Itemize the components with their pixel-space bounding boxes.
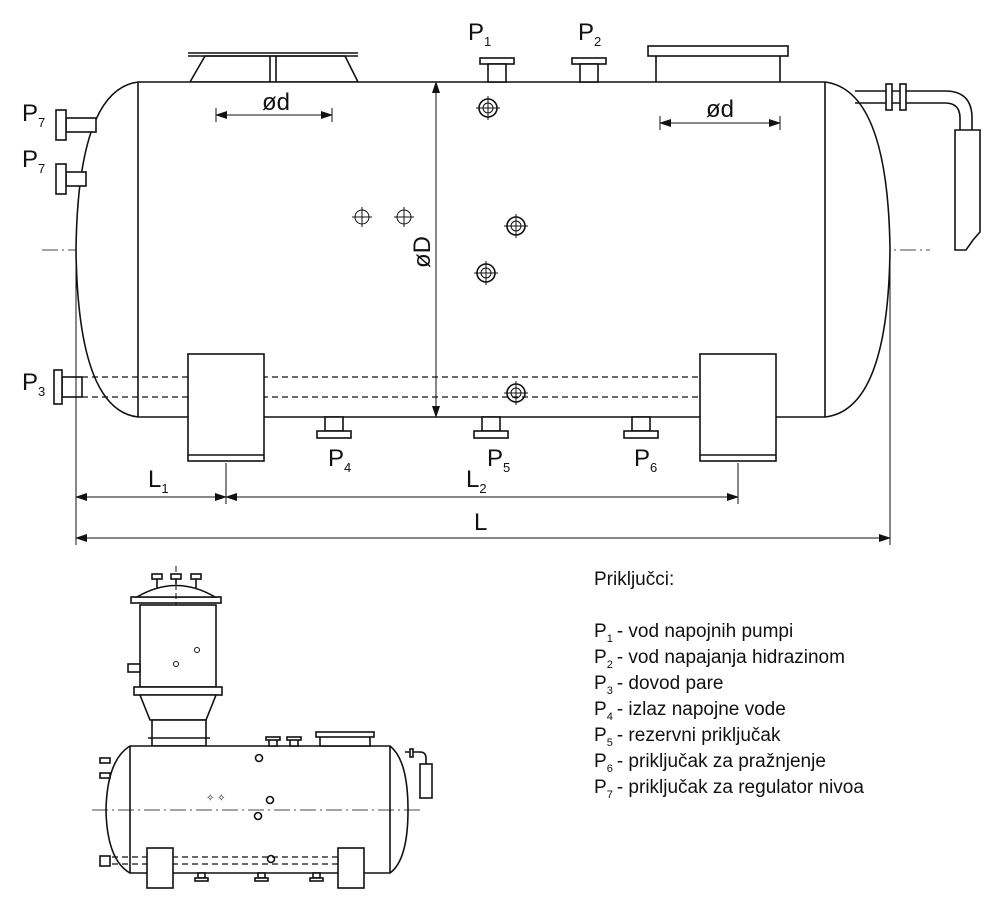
- connection-circle: [352, 207, 372, 227]
- small-saddle-right: [337, 847, 365, 889]
- nozzle-p5: [473, 416, 509, 439]
- saddle-left: [187, 353, 265, 462]
- legend-item: P5- rezervni priključak: [594, 725, 781, 749]
- nozzle-p2: [571, 57, 607, 83]
- legend-item: P1- vod napojnih pumpi: [594, 621, 793, 645]
- connection-circle: [504, 381, 528, 405]
- legend-item: P6- priključak za pražnjenje: [594, 751, 826, 775]
- assembly-view: ✧ ✧: [92, 566, 433, 889]
- label-p6: P6: [634, 445, 657, 475]
- nozzle-p7-lower: [55, 163, 87, 195]
- dim-L: L: [474, 509, 487, 536]
- label-p5: P5: [487, 445, 510, 475]
- legend-item: P2- vod napajanja hidrazinom: [594, 647, 845, 671]
- nozzle-p3: [53, 369, 700, 405]
- nozzle-p7-upper: [55, 109, 97, 141]
- nozzle-p1: [479, 57, 515, 83]
- label-p4: P4: [328, 445, 351, 475]
- dim-od-right: ød: [706, 96, 734, 123]
- label-p7-upper: P7: [22, 100, 45, 130]
- saddle-right: [699, 353, 777, 462]
- nozzle-p4: [316, 416, 352, 439]
- legend-title: Priključci:: [594, 569, 674, 590]
- instrument-connections: [352, 96, 528, 405]
- nozzle-p6: [623, 416, 659, 439]
- connection-circle: [476, 96, 500, 120]
- connection-circle: [474, 261, 498, 285]
- connection-circle: [504, 214, 528, 238]
- connection-circle: [394, 207, 414, 227]
- legend-item: P4- izlaz napojne vode: [594, 699, 786, 723]
- dim-od-left: ød: [262, 89, 290, 116]
- legend-item: P7- priključak za regulator nivoa: [594, 777, 864, 801]
- legend-item: P3- dovod pare: [594, 673, 724, 697]
- label-p1: P1: [468, 19, 491, 49]
- level-regulator: [855, 83, 981, 251]
- svg-text:✧ ✧: ✧ ✧: [206, 793, 226, 804]
- dim-oD: øD: [409, 236, 436, 268]
- label-p2: P2: [578, 19, 601, 49]
- label-p3: P3: [22, 369, 45, 399]
- dim-L1: L1: [148, 466, 169, 496]
- dimensions: [75, 81, 891, 545]
- dim-L2: L2: [466, 466, 487, 496]
- small-saddle-left: [146, 847, 174, 889]
- deaerator-dome: [130, 566, 222, 620]
- label-p7-lower: P7: [22, 146, 45, 176]
- main-vessel: P1 P2 P7 P7 P3 P4 P5 P6 ød ød øD L1 L2 L: [22, 19, 981, 545]
- deaerator-column: [127, 604, 223, 747]
